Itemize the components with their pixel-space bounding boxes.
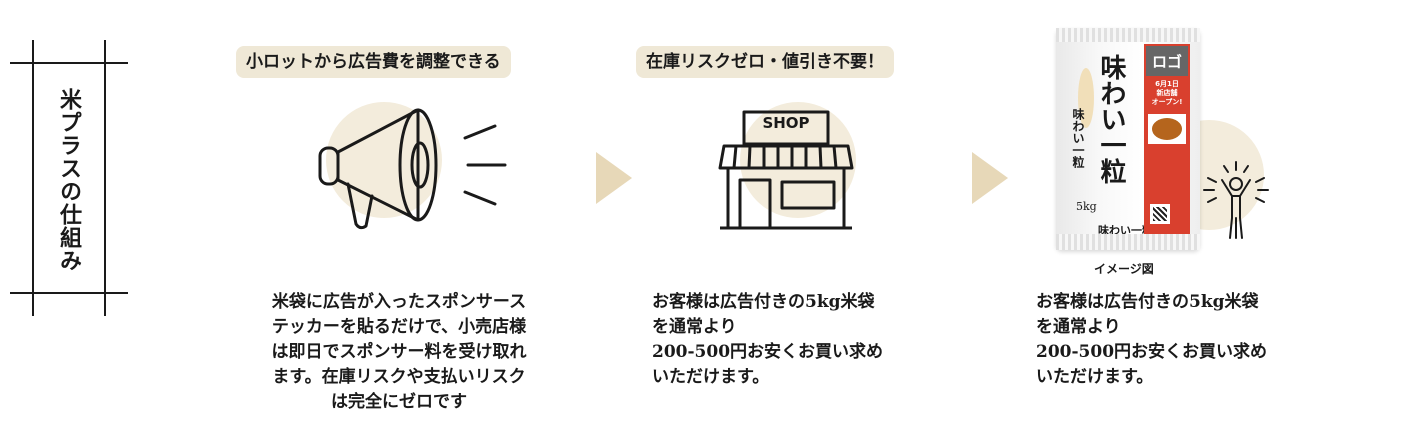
description-line: は即日でスポンサー料を受け取れ [271,342,527,362]
sticker-info: 6月1日 新店舗 オープン! [1146,80,1188,107]
shop-sign: SHOP [762,114,810,132]
sticker-line: 6月1日 [1155,80,1179,88]
title-frame: 米プラスの仕組み [10,40,130,316]
rice-grains [1078,68,1094,128]
happy-person-icon [1203,161,1269,239]
shop-icon [718,110,854,230]
food-dish [1152,118,1182,140]
bag-weight: 5kg [1076,200,1097,213]
arrow-right-icon [596,152,632,204]
description-line: お客様は広告付きの5kg米袋 [652,292,875,312]
bag-bottom-brand: 味わい一粒 [1098,224,1153,237]
bag-brand-small: 味わい一粒 [1071,108,1085,168]
step2-pill: 在庫リスクゼロ・値引き不要！ [636,46,894,78]
page-title: 米プラスの仕組み [56,88,82,272]
sticker-line: オープン! [1151,98,1183,106]
step2-description: お客様は広告付きの5kg米袋 を通常より 200-500円お安くお買い求め いた… [652,290,952,390]
description-line: 200-500円お安くお買い求め [652,342,884,362]
frame-line [10,62,128,64]
bag-seal [1056,234,1200,250]
description-line: を通常より [1036,317,1121,337]
food-image [1148,114,1186,144]
description-line: いただけます。 [1036,367,1154,387]
image-caption: イメージ図 [1094,262,1154,276]
step1-pill: 小ロットから広告費を調整できる [236,46,511,78]
step1-circle [326,102,442,218]
bag-seal [1056,28,1200,42]
step1-description: 米袋に広告が入ったスポンサース テッカーを貼るだけで、小売店様 は即日でスポンサ… [244,290,554,415]
sponsor-sticker: ロゴ 6月1日 新店舗 オープン! [1144,44,1190,234]
frame-line [104,40,106,316]
frame-line [32,40,34,316]
description-line: テッカーを貼るだけで、小売店様 [271,317,527,337]
description-line: ます。在庫リスクや支払いリスク [272,367,526,387]
description-line: いただけます。 [652,367,770,387]
description-line: 米袋に広告が入ったスポンサース [271,292,527,312]
sticker-line: 新店舗 [1156,89,1178,97]
qr-code-icon [1150,204,1170,224]
arrow-right-icon [972,152,1008,204]
rice-bag-icon: 味わい一粒 味わい一粒 5kg 味わい一粒 ロゴ 6月1日 新店舗 オープン! [1056,28,1200,250]
sticker-logo: ロゴ [1146,46,1188,76]
description-line: は完全にゼロです [331,392,467,412]
frame-line [10,292,128,294]
bag-brand: 味わい一粒 [1096,54,1126,184]
megaphone-icon [318,108,507,230]
description-line: お客様は広告付きの5kg米袋 [1036,292,1259,312]
description-line: 200-500円お安くお買い求め [1036,342,1268,362]
description-line: を通常より [652,317,737,337]
step3-description: お客様は広告付きの5kg米袋 を通常より 200-500円お安くお買い求め いた… [1036,290,1336,390]
